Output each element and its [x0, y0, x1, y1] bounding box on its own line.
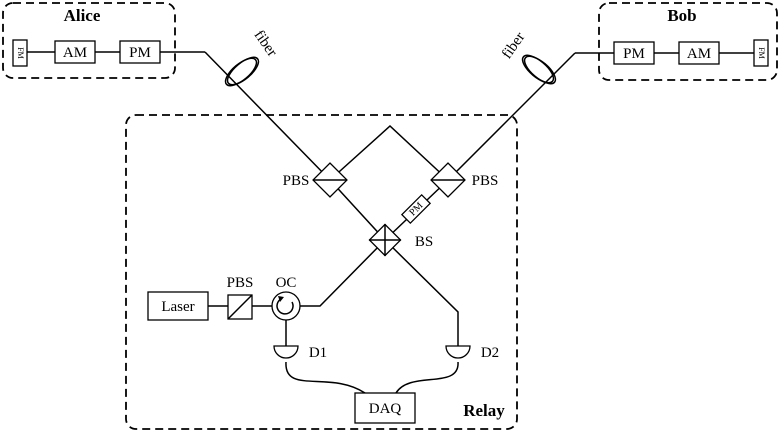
svg-text:Laser: Laser: [161, 299, 194, 315]
svg-text:DAQ: DAQ: [369, 401, 402, 417]
oc-label: OC: [276, 275, 297, 291]
laser-box: Laser: [147, 291, 209, 321]
alice-to-bs-path: [204, 51, 386, 241]
svg-text:PM: PM: [129, 45, 151, 61]
daq-box: DAQ: [354, 392, 416, 424]
pbs-top-path: [329, 124, 449, 181]
pbs-left: [312, 162, 348, 198]
bob-title: Bob: [667, 6, 696, 25]
d2-label: D2: [481, 345, 499, 361]
d1-to-daq-cable: [285, 361, 366, 394]
svg-text:FM: FM: [16, 47, 25, 59]
pbs-laser-label: PBS: [227, 275, 254, 291]
alice-fm: FM: [12, 39, 28, 67]
optical-circulator: [271, 291, 301, 321]
alice-fiber-label: fiber: [251, 28, 280, 60]
detector-d1: [273, 345, 299, 359]
detector-d2: [445, 345, 471, 359]
d2-to-daq-cable: [395, 361, 459, 394]
bob-fiber-coil: [521, 54, 557, 85]
pbs-right: [430, 162, 466, 198]
pbs-right-label: PBS: [472, 173, 499, 189]
d1-label: D1: [309, 345, 327, 361]
alice-fiber-coil: [224, 56, 260, 87]
svg-text:FM: FM: [757, 47, 766, 59]
relay-title: Relay: [463, 401, 505, 420]
pbs-laser: [227, 294, 253, 320]
relay-pm: PM: [400, 193, 432, 225]
alice-am: AM: [54, 40, 96, 64]
svg-text:AM: AM: [687, 46, 711, 62]
alice-title: Alice: [64, 6, 101, 25]
alice-pm: PM: [119, 40, 161, 64]
bob-enclosure: [598, 2, 778, 81]
bs-to-oc-path: [300, 239, 386, 307]
bs-label: BS: [415, 234, 433, 250]
bs-to-d2-path: [384, 239, 459, 346]
alice-enclosure: [2, 2, 176, 79]
bs-splitter: [368, 223, 402, 257]
bob-am: AM: [678, 41, 720, 65]
svg-text:PM: PM: [623, 46, 645, 62]
pbs-left-label: PBS: [283, 173, 310, 189]
relay-enclosure: [125, 114, 518, 430]
bob-pm: PM: [613, 41, 655, 65]
bob-fm: FM: [753, 39, 769, 67]
svg-text:AM: AM: [63, 45, 87, 61]
